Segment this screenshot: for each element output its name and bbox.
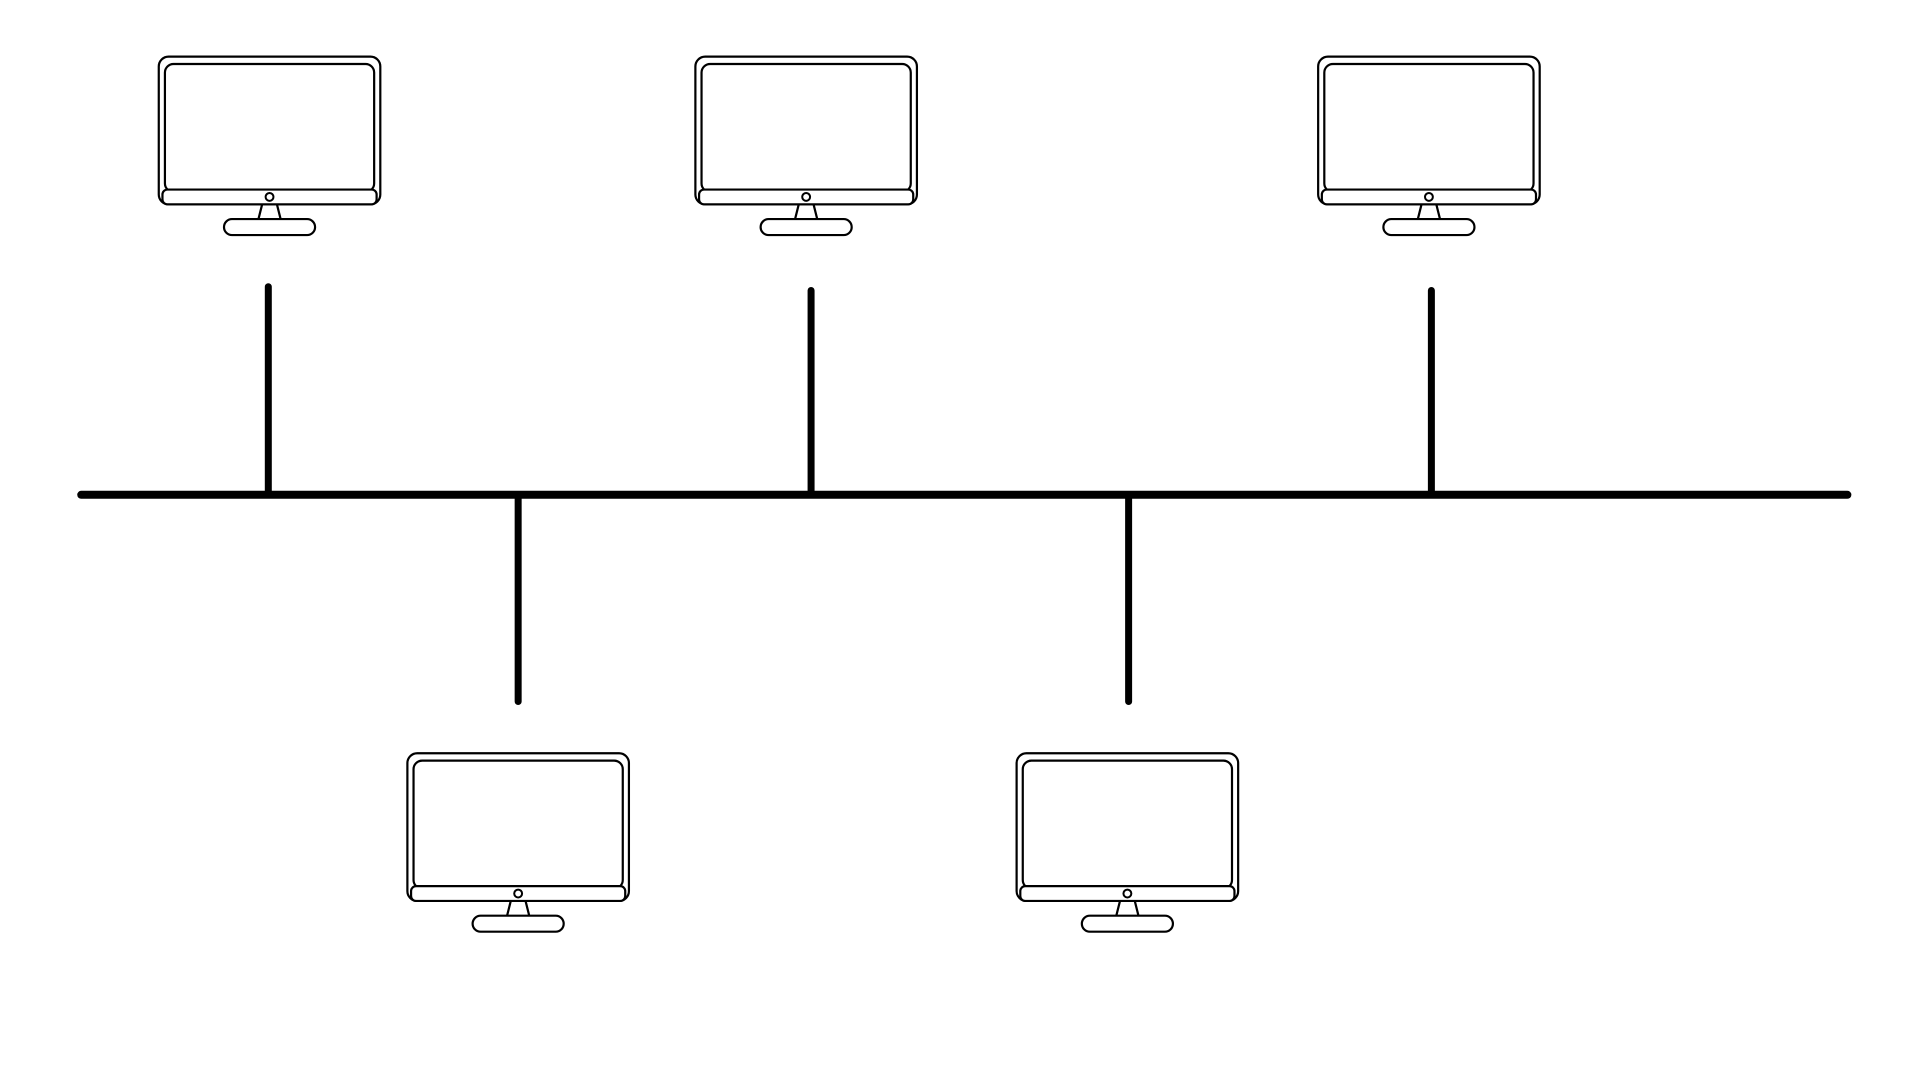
power-led	[1423, 191, 1434, 202]
monitor-neck	[1416, 204, 1442, 220]
monitor-neck	[506, 900, 531, 916]
monitor-base	[1382, 217, 1476, 237]
monitor-icon	[157, 55, 382, 237]
monitor-screen	[163, 62, 376, 194]
monitor-screen	[1323, 62, 1535, 194]
monitor-screen	[1021, 759, 1234, 890]
monitor-screen	[412, 759, 624, 890]
monitor-icon	[1317, 55, 1541, 237]
monitor-base	[1080, 914, 1175, 933]
monitor-base	[222, 217, 317, 237]
monitor-icon	[406, 752, 631, 933]
computer-4	[1015, 491, 1240, 933]
monitor-base	[759, 217, 853, 237]
monitor-icon	[694, 55, 919, 237]
monitor-neck	[794, 204, 819, 220]
monitor-base	[471, 914, 565, 933]
computer-1	[157, 55, 382, 499]
computer-2	[406, 491, 631, 933]
monitor-neck	[257, 204, 282, 220]
monitor-icon	[1015, 752, 1240, 933]
power-led	[1122, 888, 1133, 899]
monitor-neck	[1115, 900, 1140, 916]
computer-5	[1317, 55, 1541, 499]
power-led	[513, 888, 524, 899]
power-led	[801, 191, 812, 202]
power-led	[264, 191, 275, 202]
monitor-screen	[700, 62, 912, 194]
computer-3	[694, 55, 919, 499]
